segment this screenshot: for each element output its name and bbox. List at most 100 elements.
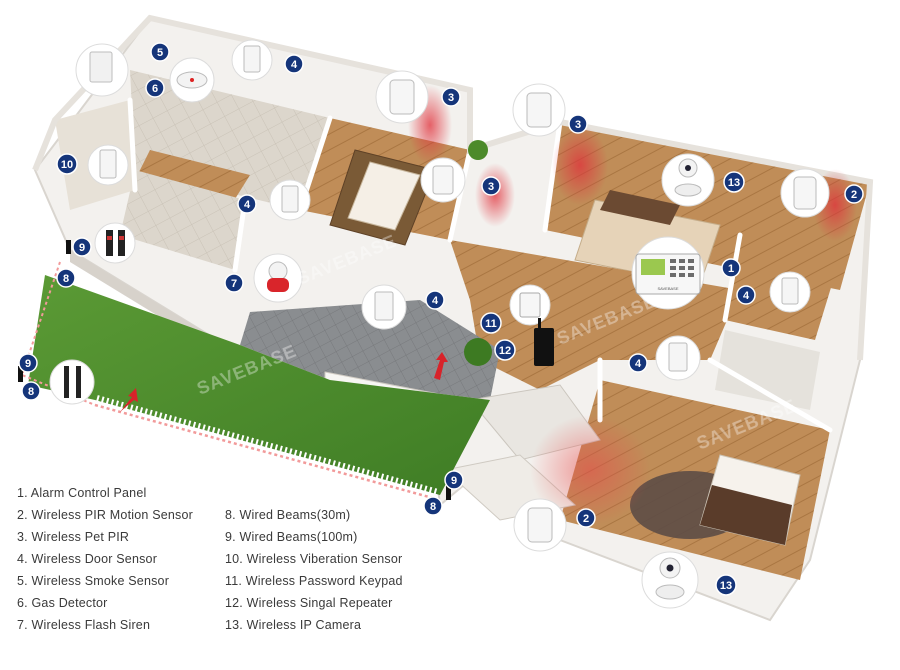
picket-fence <box>96 395 439 495</box>
badge-8: 8 <box>423 496 443 516</box>
beam-sensor-device-left-top <box>94 222 136 264</box>
door-sensor-device-entry <box>361 284 407 330</box>
legend-item-wireless-signal-repeater: 12. Wireless Singal Repeater <box>225 596 393 610</box>
badge-9: 9 <box>18 353 38 373</box>
badge-circle <box>441 87 461 107</box>
legend-item-wired-beams-30m: 8. Wired Beams(30m) <box>225 508 351 522</box>
badge-number: 4 <box>291 59 298 71</box>
badge-circle <box>423 496 443 516</box>
badge-number: 6 <box>152 83 158 95</box>
badge-4: 4 <box>628 353 648 373</box>
badge-number: 2 <box>583 513 589 525</box>
bathroom-right-floor <box>715 330 820 410</box>
badge-9: 9 <box>72 237 92 257</box>
plant-top <box>468 140 488 160</box>
badge-number: 13 <box>728 177 740 189</box>
badge-number: 5 <box>157 47 163 59</box>
badge-number: 4 <box>743 290 750 302</box>
badge-number: 12 <box>499 345 511 357</box>
badge-circle <box>444 470 464 490</box>
dining-table <box>347 161 421 231</box>
badge-4: 4 <box>237 194 257 214</box>
ip-camera-device-bottom <box>641 551 699 609</box>
legend-item-wireless-ip-camera: 13. Wireless IP Camera <box>225 618 362 632</box>
badge-circle <box>480 312 502 334</box>
badge-circle <box>494 339 516 361</box>
pir-motion-device-top <box>780 168 830 218</box>
bed-blanket <box>700 485 792 545</box>
badge-circle <box>284 54 304 74</box>
panel-brand-label: SAVEBASE <box>657 286 678 291</box>
badge-13: 13 <box>723 171 745 193</box>
badge-circle <box>21 381 41 401</box>
badge-4: 4 <box>284 54 304 74</box>
badge-circle <box>481 176 501 196</box>
device-callouts: SAVEBASE <box>18 39 830 609</box>
legend-item-wireless-pet-pir: 3. Wireless Pet PIR <box>17 530 130 544</box>
badge-5: 5 <box>150 42 170 62</box>
badge-6: 6 <box>145 78 165 98</box>
beam-post-front <box>446 484 451 500</box>
pet-pir-device-hall <box>420 157 466 203</box>
beam-sensor-device-garden <box>49 359 95 405</box>
legend-item-gas-detector: 6. Gas Detector <box>17 596 108 610</box>
badge-circle <box>628 353 648 373</box>
badge-circle <box>723 171 745 193</box>
badge-number: 8 <box>430 501 436 513</box>
badge-7: 7 <box>224 273 244 293</box>
badge-number: 3 <box>488 181 494 193</box>
badge-number: 9 <box>79 242 85 254</box>
badge-3: 3 <box>441 87 461 107</box>
badge-number: 7 <box>231 278 237 290</box>
badge-number: 4 <box>432 295 439 307</box>
outer-walls <box>32 14 874 361</box>
pir-glow-hall <box>475 163 515 227</box>
door-sensor-device-office <box>769 271 811 313</box>
legend-left-column: 1. Alarm Control Panel 2. Wireless PIR M… <box>17 482 193 636</box>
signal-repeater-device <box>534 318 554 366</box>
badge-circle <box>18 353 38 373</box>
garden <box>20 140 492 502</box>
sensor-coverage <box>408 85 857 525</box>
badge-number: 13 <box>720 580 732 592</box>
badge-number: 2 <box>851 189 857 201</box>
badge-circle <box>721 258 741 278</box>
badge-number: 9 <box>25 358 31 370</box>
badge-number: 3 <box>575 119 581 131</box>
badge-number: 8 <box>28 386 34 398</box>
legend-right-column: 8. Wired Beams(30m) 9. Wired Beams(100m)… <box>225 504 403 636</box>
pir-motion-device-bedroom <box>513 498 567 552</box>
beam-post-left <box>66 240 71 254</box>
password-keypad-device <box>509 284 551 326</box>
legend-item-wireless-smoke-sensor: 5. Wireless Smoke Sensor <box>17 574 170 588</box>
badge-4: 4 <box>736 285 756 305</box>
legend-item-wireless-vibration-sensor: 10. Wireless Viberation Sensor <box>225 552 403 566</box>
door-sensor-device-kitchen <box>269 179 311 221</box>
flash-siren-device <box>253 253 303 303</box>
badge-1: 1 <box>721 258 741 278</box>
badge-9: 9 <box>444 470 464 490</box>
badge-8: 8 <box>21 381 41 401</box>
badge-3: 3 <box>568 114 588 134</box>
legend-item-wireless-pir: 2. Wireless PIR Motion Sensor <box>17 508 193 522</box>
badge-8: 8 <box>56 268 76 288</box>
pir-glow-bedroom <box>530 415 650 525</box>
ip-camera-device-top <box>661 153 715 207</box>
badge-number: 9 <box>451 475 457 487</box>
legend-item-wireless-door-sensor: 4. Wireless Door Sensor <box>17 552 158 566</box>
repeater-wall-device <box>75 43 129 97</box>
badge-2: 2 <box>844 184 864 204</box>
badge-circle <box>844 184 864 204</box>
door-sensor-device-hall <box>655 335 701 381</box>
badge-circle <box>150 42 170 62</box>
badge-12: 12 <box>494 339 516 361</box>
sofa <box>600 190 680 225</box>
badge-number: 4 <box>635 358 642 370</box>
badge-circle <box>237 194 257 214</box>
legend-item-wireless-password-keypad: 11. Wireless Password Keypad <box>225 574 403 588</box>
badge-2: 2 <box>576 508 596 528</box>
badge-circle <box>568 114 588 134</box>
pir-glow-living <box>552 125 608 205</box>
alarm-control-panel-device: SAVEBASE <box>631 236 705 310</box>
